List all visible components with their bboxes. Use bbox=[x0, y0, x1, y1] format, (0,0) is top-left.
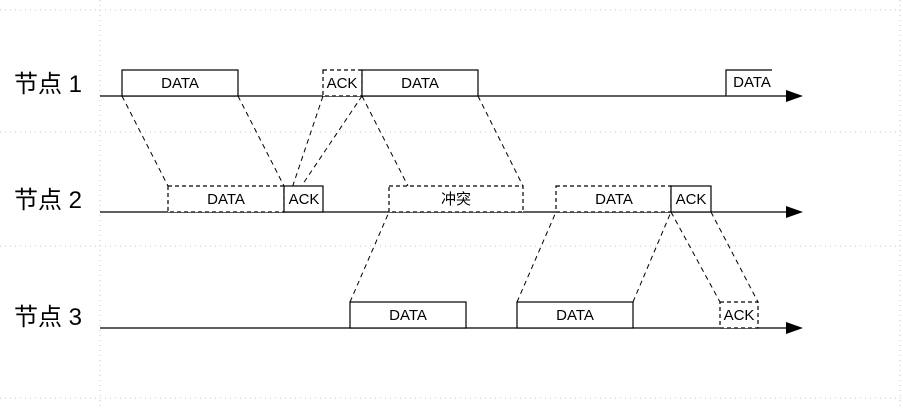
node-1-label: 节点 1 bbox=[14, 71, 82, 98]
connector bbox=[516, 211, 557, 303]
connector bbox=[121, 95, 169, 187]
connector bbox=[710, 211, 759, 303]
frame-label: DATA bbox=[595, 191, 633, 208]
frame-label: DATA bbox=[207, 191, 245, 208]
frame-node2-ack-b: ACK bbox=[670, 185, 712, 213]
frame-label: ACK bbox=[327, 75, 358, 92]
frame-node2-data-a: DATA bbox=[167, 185, 285, 213]
frame-label: DATA bbox=[161, 75, 199, 92]
frame-node2-collision: 冲突 bbox=[388, 185, 524, 213]
frame-label: DATA bbox=[733, 74, 771, 91]
frame-label: ACK bbox=[676, 191, 707, 208]
node-3-label: 节点 3 bbox=[14, 304, 82, 331]
frame-node2-ack-a: ACK bbox=[283, 185, 324, 213]
frame-label: 冲突 bbox=[441, 191, 471, 208]
frame-label: ACK bbox=[289, 191, 320, 208]
frame-node1-data-a: DATA bbox=[121, 69, 239, 97]
connector bbox=[361, 95, 409, 187]
frame-node1-data-c: DATA bbox=[725, 69, 772, 96]
frame-label: DATA bbox=[389, 307, 427, 324]
frame-node1-data-b: DATA bbox=[361, 69, 479, 97]
frame-node2-data-b: DATA bbox=[555, 185, 672, 213]
frame-label: ACK bbox=[724, 307, 755, 324]
node-2-label: 节点 2 bbox=[14, 187, 82, 214]
frame-node3-ack: ACK bbox=[719, 301, 759, 329]
connector bbox=[237, 95, 285, 187]
connector bbox=[632, 211, 672, 303]
frame-label: DATA bbox=[556, 307, 594, 324]
frame-label: DATA bbox=[401, 75, 439, 92]
frame-node3-data-b: DATA bbox=[516, 301, 634, 329]
connector bbox=[477, 95, 524, 187]
connector bbox=[349, 211, 390, 303]
frame-node1-ack: ACK bbox=[322, 69, 363, 97]
frame-node3-data-a: DATA bbox=[349, 301, 467, 329]
connector bbox=[670, 211, 721, 303]
